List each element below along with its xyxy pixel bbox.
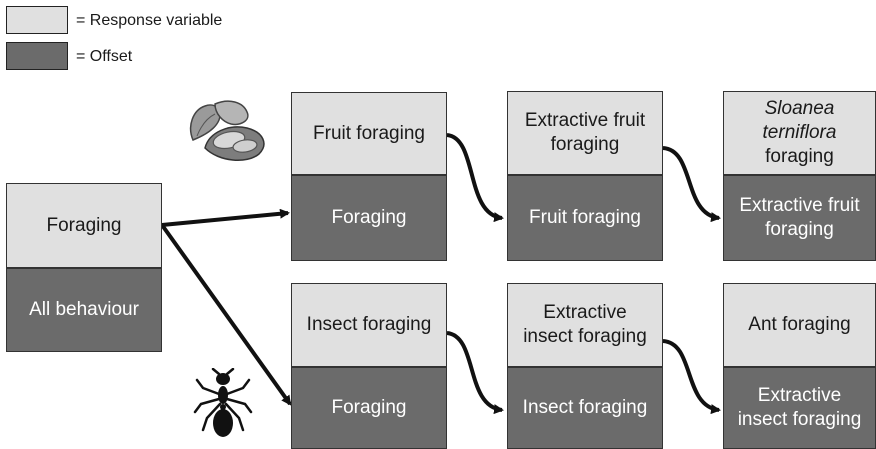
arrow-insect-to-extractive-insect [447,333,502,410]
ant-response-box: Ant foraging [723,283,876,367]
extractive-fruit-response-box: Extractive fruit foraging [507,91,663,175]
fruit-icon [185,96,271,166]
extractive-insect-response-box: Extractive insect foraging [507,283,663,367]
extractive-fruit-offset-box: Fruit foraging [507,175,663,261]
foraging-offset-box: All behaviour [6,268,162,352]
arrow-foraging-to-fruit [162,213,288,225]
extractive-insect-offset-box: Insect foraging [507,367,663,449]
foraging-response-box: Foraging [6,183,162,268]
fruit-offset-box: Foraging [291,175,447,261]
arrow-extractive-insect-to-ant [663,341,719,410]
ant-offset-box: Extractive insect foraging [723,367,876,449]
sloanea-response-box: Sloanea terniflora foraging [723,91,876,175]
insect-offset-box: Foraging [291,367,447,449]
fruit-response-box: Fruit foraging [291,92,447,175]
ant-icon [193,368,253,440]
insect-response-box: Insect foraging [291,283,447,367]
sloanea-offset-box: Extractive fruit foraging [723,175,876,261]
arrow-extractive-fruit-to-sloanea [663,148,719,218]
arrow-fruit-to-extractive-fruit [447,135,502,218]
